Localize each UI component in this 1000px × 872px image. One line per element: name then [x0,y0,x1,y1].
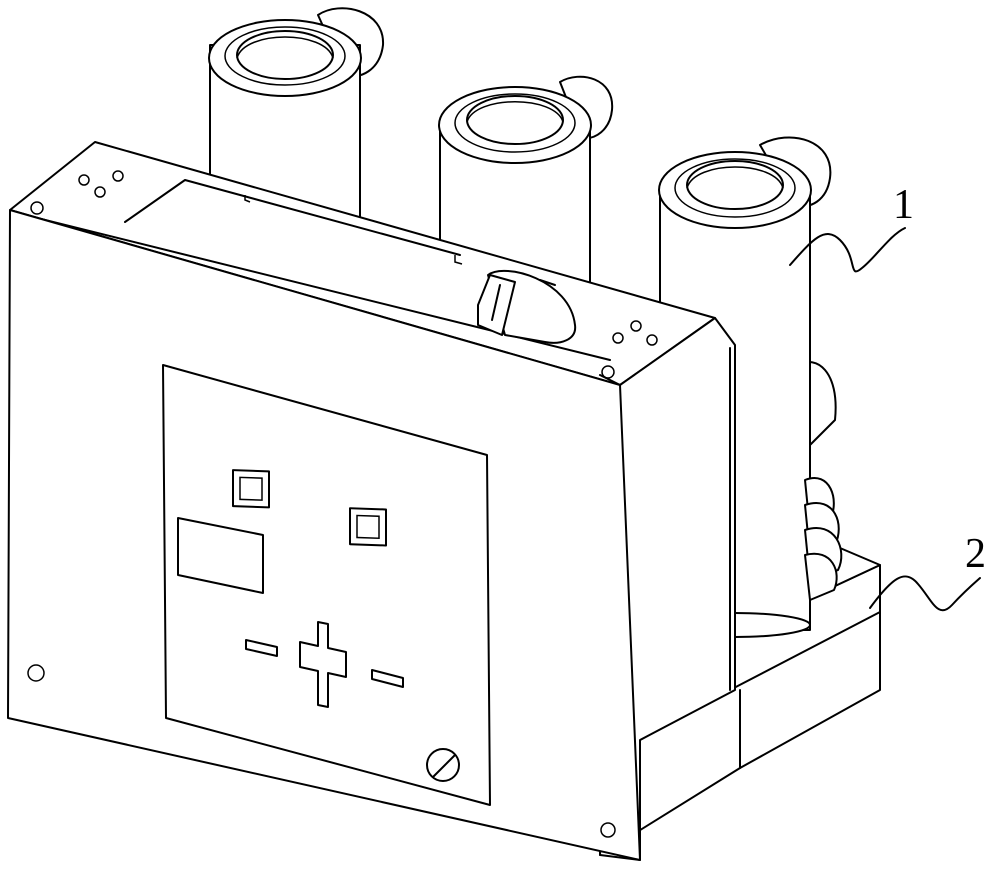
callout-label-2: 2 [965,531,986,577]
callout-leader-2 [870,576,980,610]
callout-label-1: 1 [893,182,914,228]
